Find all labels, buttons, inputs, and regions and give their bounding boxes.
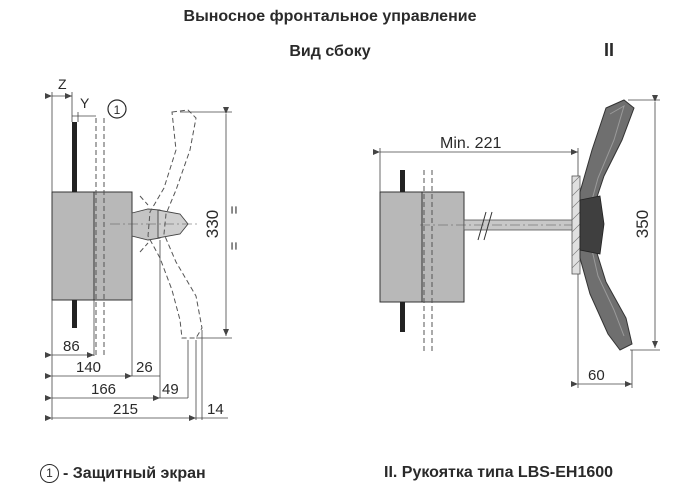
dim-49: 49 <box>162 381 179 398</box>
dim-86: 86 <box>63 338 80 355</box>
dim-215: 215 <box>113 401 138 418</box>
height-350-label: 350 <box>633 210 652 238</box>
left-breaker-body-front <box>93 191 133 301</box>
dim-166: 166 <box>91 381 116 398</box>
z-label: Z <box>58 76 67 92</box>
left-bottom-terminal <box>72 300 77 328</box>
right-breaker-body-front <box>421 191 465 303</box>
right-protective-screen <box>423 170 433 352</box>
right-side-view: Min. 221 350 60 <box>373 95 660 388</box>
right-breaker-body-rear <box>379 191 423 303</box>
handle-outline-dashed <box>147 109 203 339</box>
left-side-view: Z Y 1 330 = = 86 140 26 166 49 <box>45 76 243 421</box>
diagram-title: Выносное фронтальное управление <box>183 8 477 25</box>
view-numeral: II <box>604 40 615 60</box>
left-handle-hub <box>131 208 161 241</box>
equal-mark-top: = <box>226 205 243 214</box>
legend-callout-circle: 1 <box>40 464 59 483</box>
left-breaker-body-rear <box>51 191 95 301</box>
right-top-terminal <box>400 170 405 192</box>
y-label: Y <box>80 95 90 111</box>
left-top-terminal <box>72 122 77 192</box>
equal-mark-bottom: = <box>226 241 243 250</box>
depth-60-label: 60 <box>588 367 605 384</box>
dim-140: 140 <box>76 359 101 376</box>
view-subtitle: Вид сбоку <box>0 43 660 61</box>
handle-caption: II. Рукоятка типа LBS-EH1600 <box>384 464 614 481</box>
height-330-label: 330 <box>203 210 222 238</box>
right-bottom-terminal <box>400 302 405 332</box>
legend-text: - Защитный экран <box>63 465 206 482</box>
dim-26: 26 <box>136 359 153 376</box>
view-subtitle-text: Вид сбоку <box>289 43 371 60</box>
handle-hub <box>579 195 605 255</box>
legend-note: 1- Защитный экран <box>40 464 206 483</box>
min-221-label: Min. 221 <box>440 135 501 152</box>
callout-circle <box>107 99 127 119</box>
callout-number: 1 <box>114 103 121 117</box>
dim-14: 14 <box>207 401 224 418</box>
